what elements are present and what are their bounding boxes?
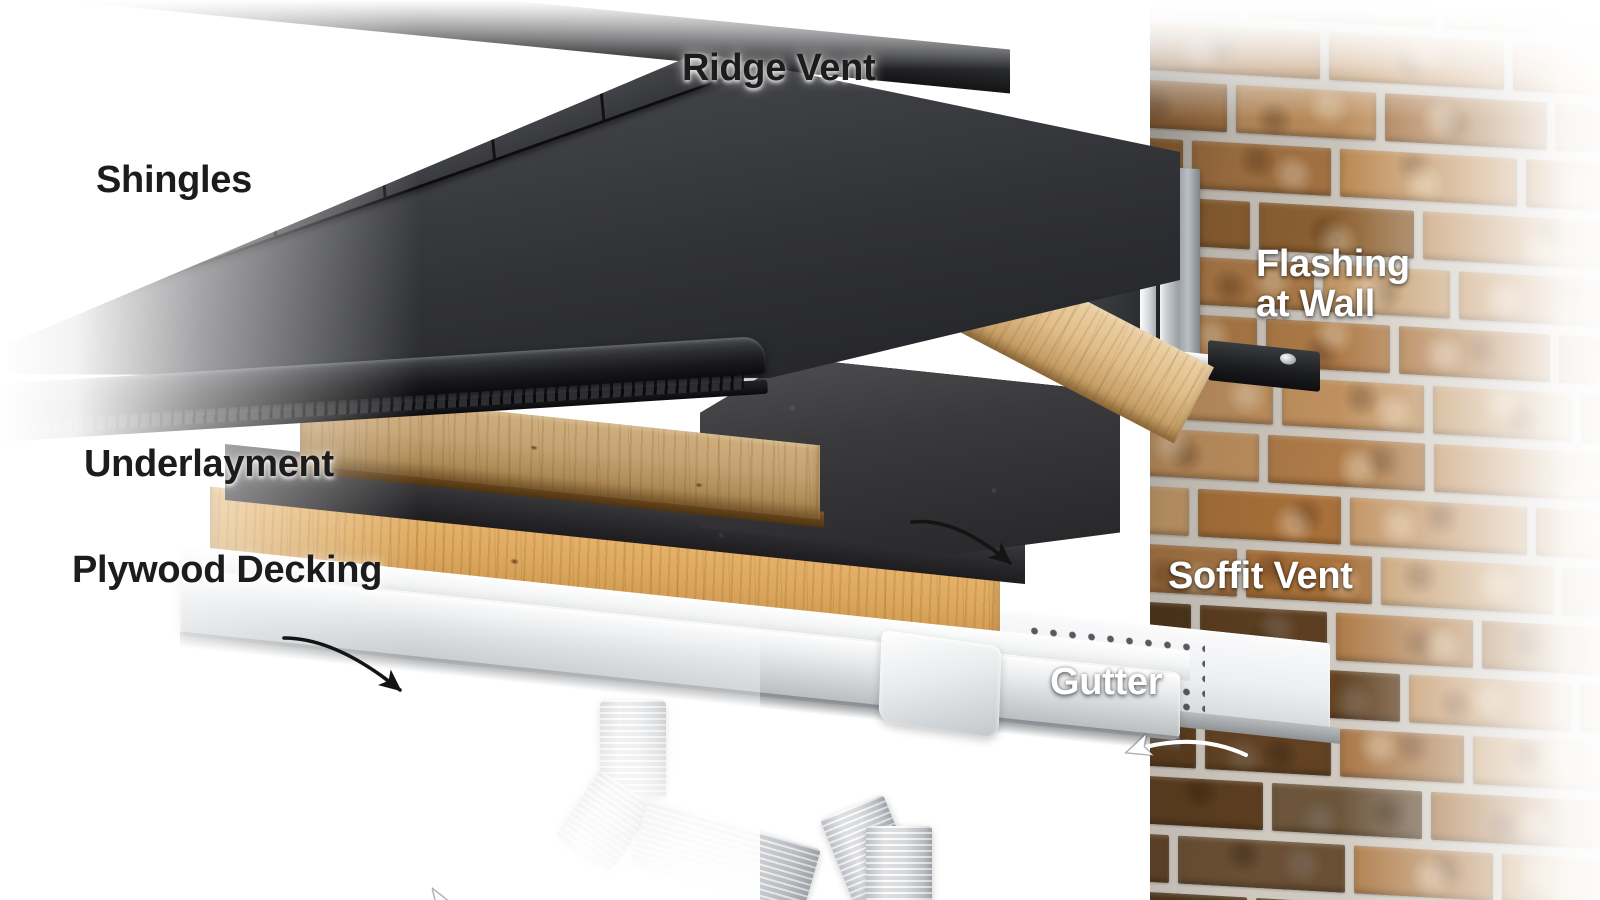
- brick: [1268, 434, 1425, 492]
- shingle-tab-slot: [156, 69, 168, 136]
- shingle-tab-slot: [486, 93, 496, 159]
- shingle-tab-slot: [47, 52, 59, 107]
- shingle-tab-slot: [265, 52, 276, 95]
- shingle-tab-slot: [49, 248, 59, 314]
- shingle-tab-slot: [431, 76, 441, 143]
- wall-top-fade: [1150, 0, 1600, 120]
- shingle-tab-slot: [377, 132, 387, 198]
- shingle-tab-slot: [211, 84, 222, 151]
- brick: [1340, 728, 1464, 784]
- shingle-tab-slot: [759, 0, 768, 25]
- shingle-tab-slot: [48, 110, 59, 176]
- downspout-lower: [866, 826, 932, 900]
- brick: [1502, 853, 1600, 900]
- shingle-tab-slot: [268, 170, 278, 237]
- brick: [1423, 211, 1600, 270]
- shingle-tab-slot: [375, 60, 386, 126]
- brick: [1562, 567, 1600, 625]
- shingle-tab-slot: [596, 54, 606, 121]
- brick: [1272, 782, 1422, 840]
- callout-label-gutter: Gutter: [1050, 661, 1163, 703]
- downspout-diagonal: [630, 800, 822, 900]
- brick: [1150, 826, 1169, 884]
- shingle-tab-slot: [47, 0, 58, 38]
- brick: [1350, 497, 1527, 556]
- shingle-tab-slot: [101, 0, 112, 51]
- shingle-tab-slot: [320, 52, 331, 110]
- brick: [1381, 556, 1553, 615]
- brick: [1473, 736, 1600, 794]
- brick: [1192, 140, 1331, 197]
- shingle-tab-slot: [322, 115, 332, 182]
- brick: [1536, 507, 1600, 564]
- brick: [1559, 334, 1600, 393]
- brick: [1178, 835, 1345, 893]
- brick: [1399, 325, 1550, 383]
- wood-knot-icon: [530, 444, 538, 451]
- brick: [1433, 385, 1572, 442]
- brick: [1340, 148, 1517, 207]
- brick: [1409, 674, 1571, 732]
- brick: [1580, 684, 1600, 740]
- callout-label-soffit-vent: Soffit Vent: [1168, 555, 1353, 597]
- callout-label-flashing-at-wall: Flashing at Wall: [1256, 243, 1410, 326]
- brick: [1150, 478, 1189, 537]
- screw-head-icon: [1280, 352, 1296, 366]
- brick: [1434, 443, 1600, 503]
- callout-label-underlayment: Underlayment: [84, 443, 334, 485]
- shingle-tab-slot: [48, 179, 59, 245]
- shingle-tab-slot: [102, 55, 113, 121]
- shingle-tab-slot: [210, 52, 222, 80]
- brick: [1198, 488, 1341, 545]
- gutter-end-cap: [878, 629, 1002, 739]
- brick: [1482, 620, 1600, 679]
- shingle-tab-slot: [703, 0, 713, 7]
- shingle-tab-slot: [924, 0, 933, 4]
- shingle-tab-slot: [103, 194, 114, 260]
- wood-knot-icon: [695, 482, 703, 489]
- callout-label-ridge-vent: Ridge Vent: [682, 47, 876, 89]
- brick: [1459, 271, 1600, 330]
- brick: [1581, 394, 1600, 450]
- callout-label-shingles: Shingles: [96, 159, 252, 201]
- shingle-tab-slot: [266, 99, 277, 166]
- brick: [1526, 159, 1600, 216]
- brick: [1336, 612, 1473, 669]
- brick: [1431, 791, 1600, 850]
- callout-label-plywood-decking: Plywood Decking: [72, 549, 383, 591]
- shingle-tab-slot: [158, 209, 168, 276]
- brick: [1354, 845, 1493, 900]
